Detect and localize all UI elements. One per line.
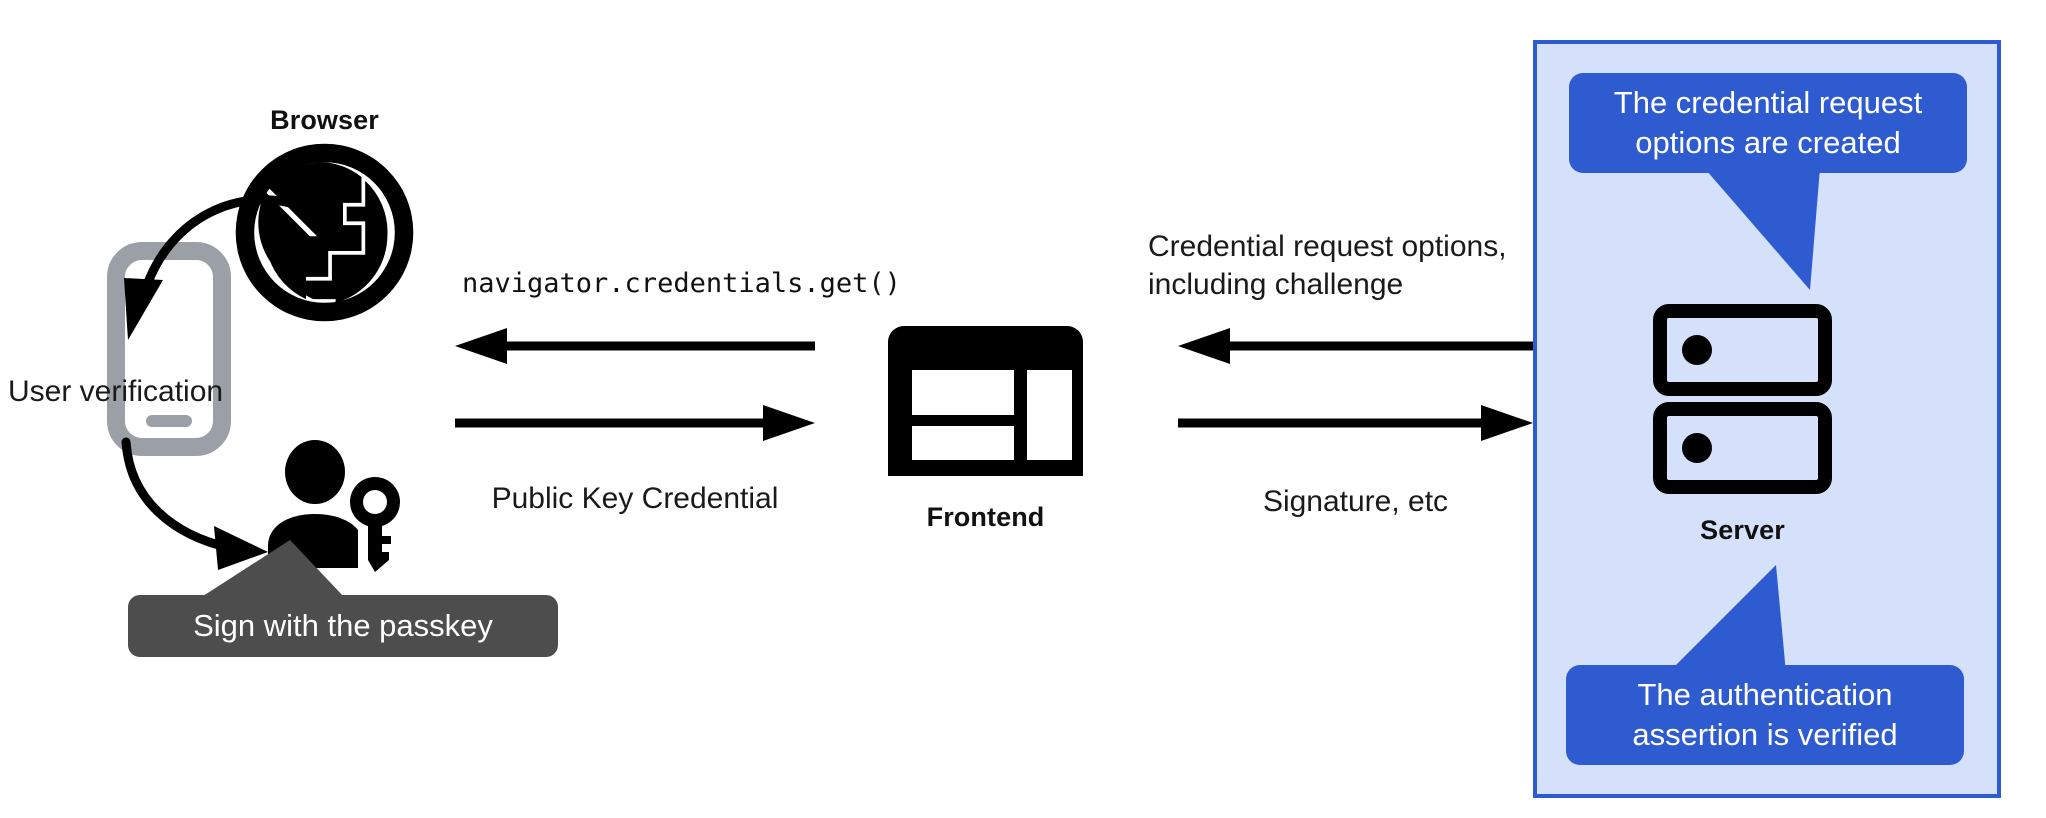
server-label: Server [1700, 515, 1785, 545]
public-key-credential-label: Public Key Credential [491, 482, 779, 515]
signature-etc-label: Signature, etc [1262, 485, 1449, 518]
arrow-frontend-to-browser [455, 328, 815, 364]
user-verification-label: User verification [8, 375, 224, 408]
arrow-frontend-to-server [1178, 405, 1533, 441]
frontend-label: Frontend [926, 502, 1045, 532]
person-with-key-icon [258, 440, 408, 572]
globe-icon [232, 140, 417, 325]
authentication-assertion-callout: The authentication assertion is verified [1566, 665, 1964, 765]
credential-request-options-label: Credential request options, including ch… [1148, 230, 1507, 302]
frontend-window-icon [888, 326, 1083, 476]
arrow-browser-to-frontend [455, 405, 815, 441]
navigator-credentials-get-label: navigator.credentials.get() [462, 268, 901, 299]
credential-request-options-callout: The credential request options are creat… [1569, 73, 1967, 173]
arrow-browser-to-phone [100, 180, 320, 360]
sign-passkey-callout: Sign with the passkey [128, 595, 558, 657]
arrow-server-to-frontend [1178, 328, 1533, 364]
server-racks-icon [1653, 304, 1832, 494]
browser-label: Browser [270, 105, 379, 135]
